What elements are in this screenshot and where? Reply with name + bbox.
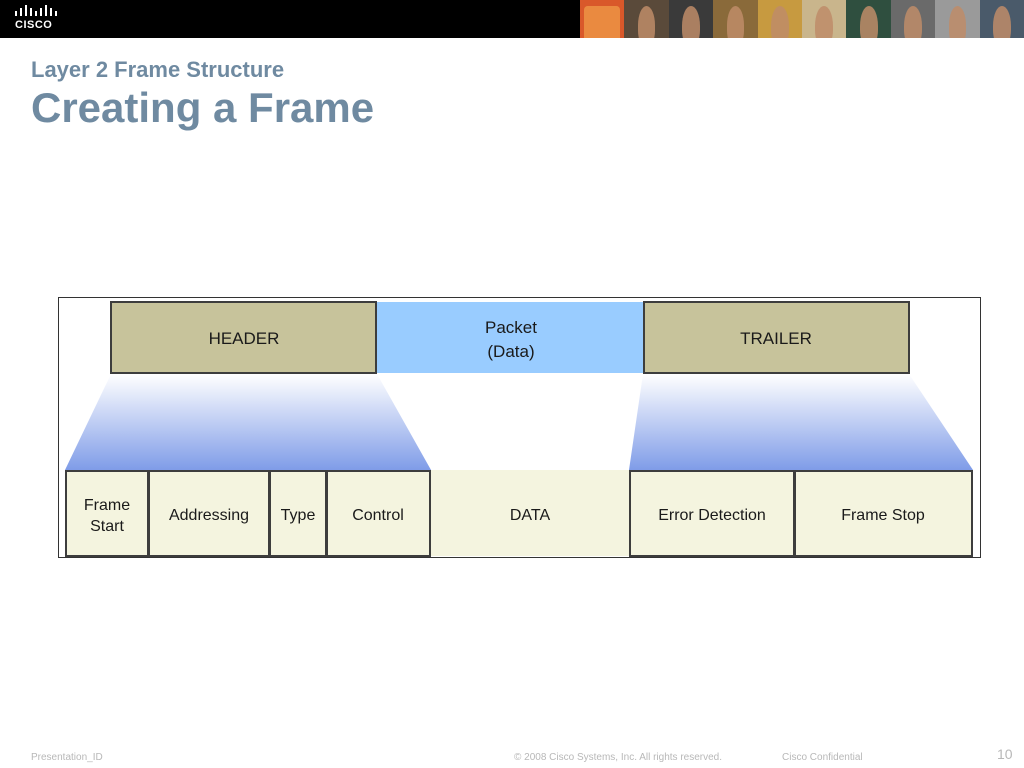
cisco-logo: CISCO [12, 5, 60, 33]
slide-subtitle: Layer 2 Frame Structure [31, 57, 285, 82]
type-label: Type [281, 507, 316, 524]
addressing-field [148, 470, 270, 557]
top-banner: CISCO [0, 0, 1024, 38]
page-number: 10 [997, 746, 1013, 762]
header-box [110, 301, 377, 374]
slide-title: Creating a Frame [31, 84, 375, 131]
frame-start-label-line1: Frame [84, 497, 130, 514]
presentation-id: Presentation_ID [31, 752, 103, 763]
photo-strip [580, 0, 1024, 38]
header-expansion-fan [65, 374, 431, 470]
banner-photo [624, 0, 669, 38]
control-field [326, 470, 431, 557]
banner-photo [713, 0, 758, 38]
trailer-label: TRAILER [740, 329, 812, 348]
logo-text: CISCO [15, 19, 53, 31]
data-field-box [431, 470, 629, 556]
packet-label-line1: Packet [485, 318, 537, 337]
frame-stop-label: Frame Stop [841, 507, 925, 524]
banner-photo [846, 0, 891, 38]
trailer-box [643, 301, 910, 374]
banner-photo [668, 0, 714, 38]
frame-start-label-line2: Start [90, 518, 124, 535]
banner-photo [802, 0, 847, 38]
banner-photo [979, 0, 1024, 38]
addressing-label: Addressing [169, 507, 249, 524]
banner-photo [580, 0, 625, 38]
type-field [269, 470, 327, 557]
frame-stop-field [794, 470, 973, 557]
header-label: HEADER [209, 329, 280, 348]
diagram-canvas: HEADER Packet (Data) TRAILER Frame Start… [65, 301, 973, 557]
cisco-bars-icon [15, 5, 57, 16]
trailer-expansion-fan [629, 374, 973, 470]
error-detection-label: Error Detection [658, 507, 766, 524]
banner-photo [890, 0, 936, 38]
banner-photo [935, 0, 980, 38]
banner-photo [757, 0, 803, 38]
frame-structure-diagram: HEADER Packet (Data) TRAILER Frame Start… [58, 297, 981, 558]
data-label: DATA [510, 507, 551, 524]
confidential-label: Cisco Confidential [782, 752, 863, 763]
packet-box [377, 302, 643, 373]
packet-label-line2: (Data) [487, 342, 534, 361]
copyright-notice: © 2008 Cisco Systems, Inc. All rights re… [514, 752, 723, 763]
control-label: Control [352, 507, 404, 524]
frame-start-field [65, 470, 149, 557]
